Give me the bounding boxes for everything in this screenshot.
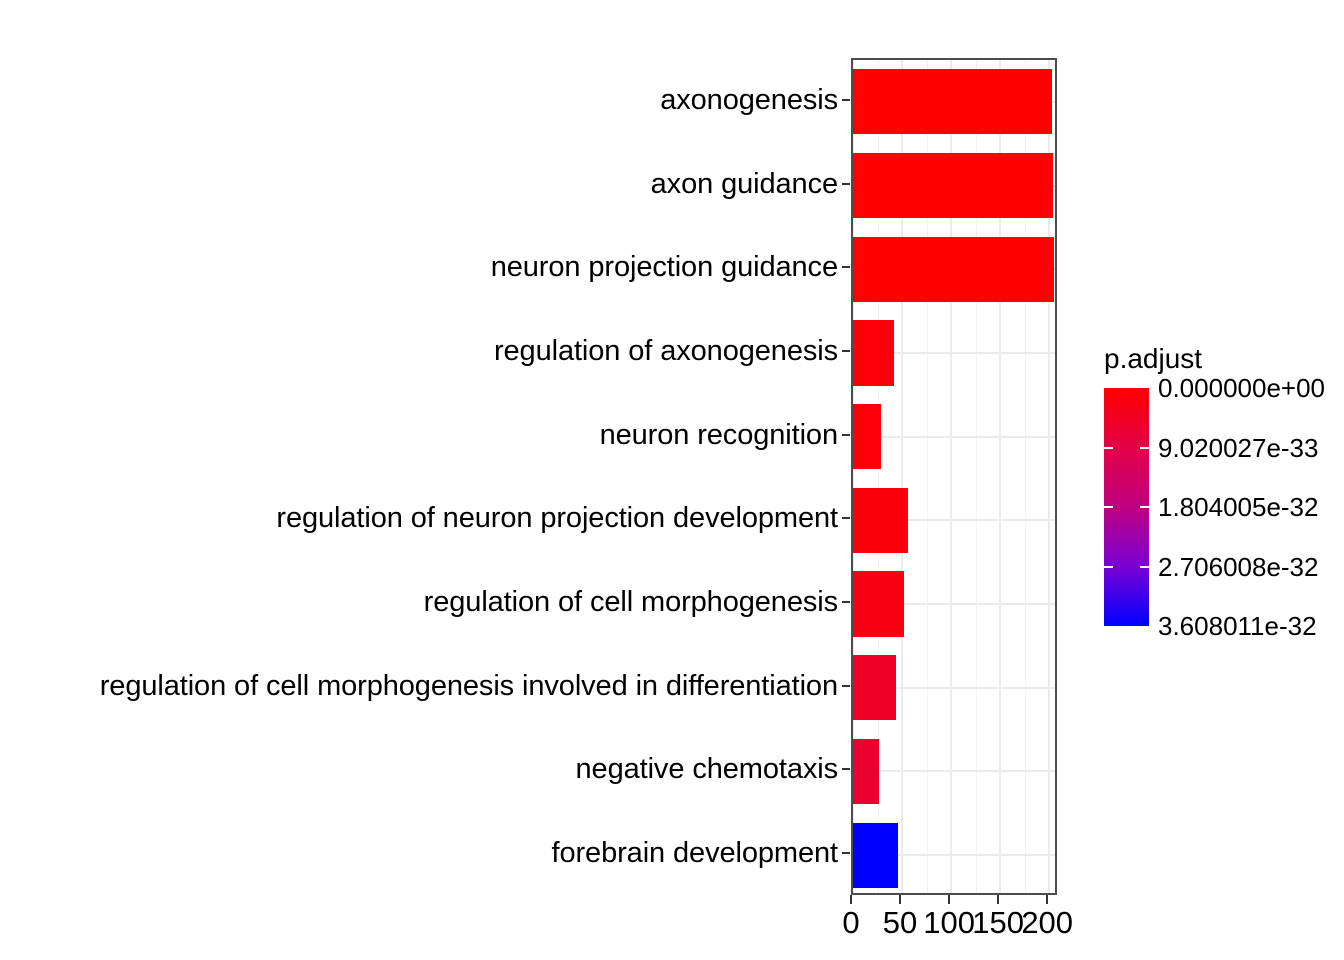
y-axis-tick-mark — [842, 684, 850, 687]
y-axis-label-row: regulation of axonogenesis — [0, 334, 850, 367]
gridline-horizontal-major — [853, 351, 1055, 354]
y-axis-label-row: axon guidance — [0, 167, 850, 200]
y-axis-category-label: axon guidance — [650, 167, 838, 200]
legend-key-label: 0.000000e+00 — [1158, 373, 1326, 403]
y-axis-category-label: regulation of cell morphogenesis — [423, 586, 838, 619]
bar[interactable] — [853, 655, 897, 721]
bar[interactable] — [853, 69, 1053, 135]
y-axis-tick-mark — [842, 517, 850, 520]
y-axis-category-label: regulation of cell morphogenesis involve… — [99, 669, 838, 702]
x-axis-tick-mark — [948, 895, 951, 904]
legend-key-label: 3.608011e-32 — [1158, 611, 1317, 641]
gridline-vertical-minor — [975, 60, 977, 893]
y-axis-tick-mark — [842, 98, 850, 101]
legend-tick-mark — [1104, 565, 1113, 568]
y-axis-label-row: regulation of cell morphogenesis — [0, 586, 850, 619]
y-axis-tick-mark — [842, 182, 850, 185]
y-axis-tick-mark — [842, 852, 850, 855]
y-axis-tick-mark — [842, 349, 850, 352]
y-axis-category-label: axonogenesis — [660, 83, 838, 116]
gridline-horizontal-major — [853, 435, 1055, 438]
bar[interactable] — [853, 738, 879, 805]
y-axis-category-label: negative chemotaxis — [575, 753, 839, 786]
bar[interactable] — [853, 822, 899, 888]
x-axis-tick-label: 0 — [842, 905, 860, 940]
gridline-vertical-major — [1048, 60, 1051, 893]
x-axis-tick-mark — [850, 895, 852, 904]
bar[interactable] — [853, 571, 904, 637]
legend-tick-mark — [1104, 506, 1113, 508]
gridline-horizontal-major — [853, 854, 1055, 857]
x-axis-tick-label: 50 — [882, 905, 918, 940]
gridline-vertical-major — [853, 60, 854, 893]
gridline-vertical-minor — [877, 60, 879, 893]
y-axis-category-label: regulation of axonogenesis — [493, 334, 838, 367]
y-axis-category-label: neuron projection guidance — [490, 251, 838, 284]
legend-tick-mark — [1140, 446, 1149, 449]
legend-key-label: 1.804005e-32 — [1158, 492, 1319, 522]
legend-key-label: 2.706008e-32 — [1158, 551, 1319, 582]
y-axis-tick-mark — [842, 433, 850, 436]
y-axis-label-row: negative chemotaxis — [0, 753, 850, 786]
bar[interactable] — [853, 487, 908, 553]
bar[interactable] — [853, 320, 895, 386]
gridline-vertical-major — [999, 60, 1002, 893]
bar[interactable] — [853, 404, 882, 470]
x-axis-tick-mark — [997, 895, 1000, 904]
y-axis-label-row: forebrain development — [0, 837, 850, 870]
gridline-vertical-minor — [1024, 60, 1026, 893]
plot-panel — [851, 58, 1057, 895]
gridline-horizontal-major — [853, 603, 1055, 606]
x-axis-tick-mark — [1046, 895, 1049, 904]
x-axis-tick-label: 200 — [1021, 905, 1074, 940]
y-axis-label-row: regulation of cell morphogenesis involve… — [0, 669, 850, 702]
y-axis-category-label: neuron recognition — [599, 418, 839, 451]
legend-tick-mark — [1140, 506, 1149, 508]
y-axis-tick-mark — [842, 601, 850, 604]
bar[interactable] — [853, 236, 1055, 302]
y-axis-label-row: regulation of neuron projection developm… — [0, 502, 850, 535]
gridline-horizontal-major — [853, 519, 1055, 522]
gridline-vertical-major — [950, 60, 953, 893]
gridline-horizontal-major — [853, 686, 1055, 689]
gridline-vertical-major — [901, 60, 904, 893]
x-axis-tick-label: 150 — [972, 905, 1025, 940]
y-axis-category-label: regulation of neuron projection developm… — [276, 502, 838, 535]
legend: p.adjust 0.000000e+00 9.020027e-33 1.80400… — [1100, 344, 1344, 644]
legend-tick-mark — [1104, 446, 1113, 449]
legend-key-label: 9.020027e-33 — [1158, 432, 1319, 463]
y-axis-label-row: neuron recognition — [0, 418, 850, 451]
bar[interactable] — [853, 152, 1054, 219]
y-axis-tick-mark — [842, 266, 850, 269]
y-axis-category-label: forebrain development — [551, 837, 839, 870]
gridline-horizontal-major — [853, 770, 1055, 773]
legend-title: p.adjust — [1104, 343, 1203, 374]
y-axis-label-row: axonogenesis — [0, 83, 850, 116]
panel-gridlines — [853, 60, 1055, 893]
gridline-vertical-minor — [926, 60, 928, 893]
y-axis-label-row: neuron projection guidance — [0, 251, 850, 284]
x-axis-tick-mark — [899, 895, 902, 904]
y-axis-tick-mark — [842, 768, 850, 771]
bars-layer — [853, 60, 1055, 893]
legend-tick-mark — [1140, 565, 1149, 568]
x-axis-tick-label: 100 — [923, 905, 975, 940]
y-axis-category-labels: axonogenesis axon guidance neuron projecti… — [0, 58, 850, 895]
